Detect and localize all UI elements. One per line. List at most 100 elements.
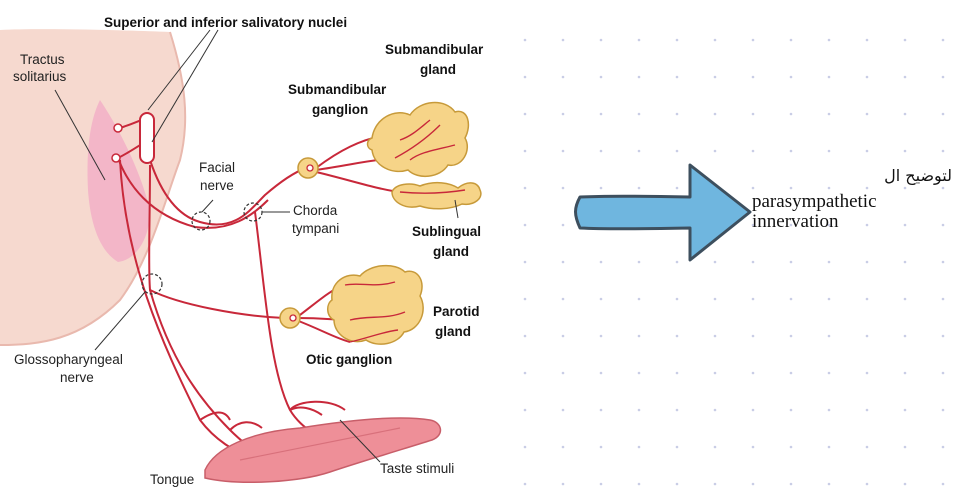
grid-dot xyxy=(676,335,679,338)
grid-dot xyxy=(638,298,641,301)
grid-dot xyxy=(524,446,527,449)
annotation-line-2: innervation xyxy=(752,212,952,232)
grid-dot xyxy=(600,187,603,190)
grid-dot xyxy=(790,39,793,42)
grid-dot xyxy=(942,150,945,153)
grid-dot xyxy=(638,150,641,153)
grid-dot xyxy=(676,409,679,412)
grid-dot xyxy=(562,187,565,190)
grid-dot xyxy=(866,39,869,42)
grid-dot xyxy=(866,298,869,301)
grid-dot xyxy=(790,113,793,116)
grid-dot xyxy=(752,372,755,375)
annotation-line-1: parasympathetic xyxy=(752,192,952,212)
grid-dot xyxy=(676,446,679,449)
grid-dot xyxy=(942,39,945,42)
grid-dot xyxy=(790,483,793,486)
grid-dot xyxy=(904,261,907,264)
right-arrow-icon xyxy=(576,165,751,260)
grid-dot xyxy=(714,483,717,486)
grid-dot xyxy=(714,261,717,264)
grid-dot xyxy=(828,483,831,486)
grid-dot xyxy=(562,298,565,301)
grid-dot xyxy=(904,483,907,486)
grid-dot xyxy=(524,483,527,486)
grid-dot xyxy=(828,113,831,116)
grid-dot xyxy=(524,113,527,116)
grid-dot xyxy=(714,39,717,42)
submandibular-ganglion-core xyxy=(307,165,313,171)
grid-dot xyxy=(866,150,869,153)
grid-dot xyxy=(562,409,565,412)
grid-dot xyxy=(600,409,603,412)
grid-dot xyxy=(904,446,907,449)
grid-dot xyxy=(600,446,603,449)
otic-ganglion-core xyxy=(290,315,296,321)
grid-dot xyxy=(866,113,869,116)
grid-dot xyxy=(828,409,831,412)
grid-dot xyxy=(562,372,565,375)
grid-dot xyxy=(600,39,603,42)
grid-dot xyxy=(638,76,641,79)
grid-dot xyxy=(752,446,755,449)
grid-dot xyxy=(562,335,565,338)
grid-dot xyxy=(600,261,603,264)
glossopharyngeal-label: Glossopharyngeal nerve xyxy=(14,352,127,385)
grid-dot xyxy=(866,483,869,486)
grid-dot xyxy=(562,446,565,449)
grid-dot xyxy=(828,150,831,153)
grid-dot xyxy=(866,446,869,449)
arabic-annotation: لتوضيح ال xyxy=(752,166,952,186)
grid-dot xyxy=(600,113,603,116)
grid-dot xyxy=(904,409,907,412)
tongue-label: Tongue xyxy=(150,472,194,487)
grid-dot xyxy=(942,298,945,301)
taste-fiber-7 xyxy=(290,402,345,410)
grid-dot xyxy=(942,335,945,338)
grid-dot xyxy=(524,372,527,375)
grid-dot xyxy=(942,483,945,486)
grid-dot xyxy=(790,335,793,338)
grid-dot xyxy=(524,39,527,42)
dotted-grid-background xyxy=(524,39,945,486)
grid-dot xyxy=(676,372,679,375)
grid-dot xyxy=(714,446,717,449)
grid-dot xyxy=(752,483,755,486)
sublingual-branch xyxy=(316,172,400,192)
grid-dot xyxy=(790,446,793,449)
grid-dot xyxy=(866,372,869,375)
grid-dot xyxy=(600,335,603,338)
grid-dot xyxy=(714,113,717,116)
facial-nerve-label: Facial nerve xyxy=(199,160,239,193)
grid-dot xyxy=(638,372,641,375)
grid-dot xyxy=(638,187,641,190)
grid-dot xyxy=(714,298,717,301)
grid-dot xyxy=(752,76,755,79)
grid-dot xyxy=(524,335,527,338)
grid-dot xyxy=(600,298,603,301)
grid-dot xyxy=(524,150,527,153)
parotid-gland xyxy=(328,266,423,345)
grid-dot xyxy=(676,187,679,190)
grid-dot xyxy=(524,224,527,227)
grid-dot xyxy=(790,409,793,412)
grid-dot xyxy=(752,39,755,42)
grid-dot xyxy=(638,113,641,116)
annotation-text: لتوضيح ال parasympathetic innervation xyxy=(752,166,952,232)
grid-dot xyxy=(904,298,907,301)
grid-dot xyxy=(904,113,907,116)
taste-stimuli-label: Taste stimuli xyxy=(380,461,454,476)
nucleus-neuron-1 xyxy=(114,124,122,132)
sublingual-gland xyxy=(392,183,481,209)
title-label: Superior and inferior salivatory nuclei xyxy=(104,15,347,30)
grid-dot xyxy=(676,39,679,42)
submandibular-ganglion-label: Submandibular ganglion xyxy=(288,82,390,117)
grid-dot xyxy=(942,446,945,449)
grid-dot xyxy=(714,150,717,153)
grid-dot xyxy=(524,261,527,264)
grid-dot xyxy=(562,76,565,79)
grid-dot xyxy=(942,409,945,412)
grid-dot xyxy=(562,224,565,227)
grid-dot xyxy=(676,483,679,486)
